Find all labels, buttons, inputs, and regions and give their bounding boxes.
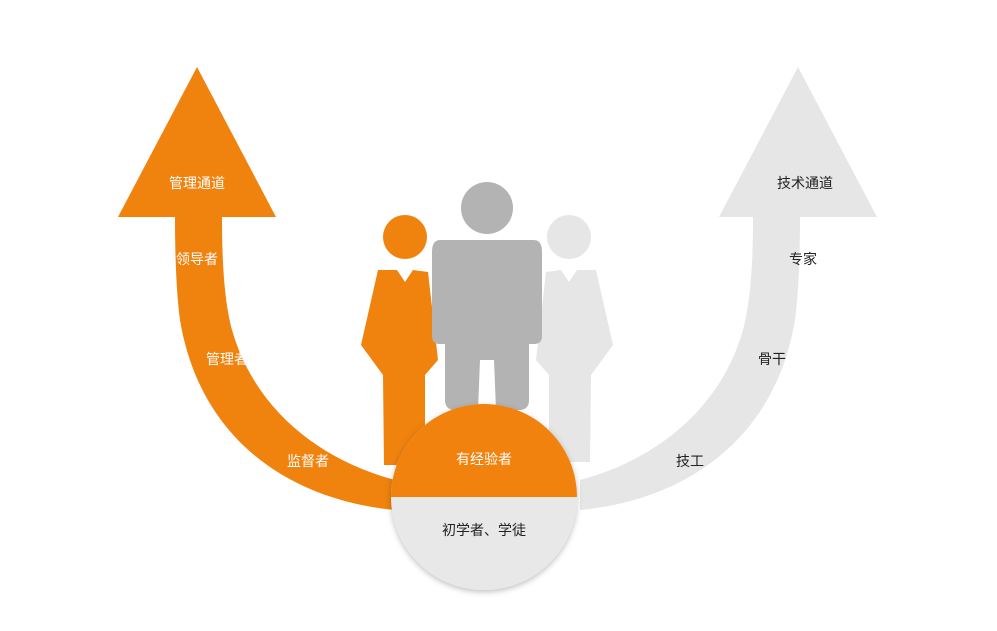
level-expert: 专家: [789, 252, 817, 268]
technical-path-title: 技术通道: [777, 176, 833, 192]
experienced-label: 有经验者: [456, 452, 512, 468]
beginner-label: 初学者、学徒: [442, 523, 526, 539]
person-icon-middle: [432, 182, 542, 410]
level-supervisor: 监督者: [287, 454, 329, 470]
center-circle: [391, 404, 577, 590]
level-leader: 领导者: [176, 252, 218, 268]
management-arrow: [118, 67, 395, 510]
management-path-title: 管理通道: [169, 176, 225, 192]
person-suit-icon-right: [536, 215, 613, 462]
level-technician: 技工: [676, 454, 704, 470]
level-backbone: 骨干: [758, 352, 786, 368]
experienced-half: [391, 404, 577, 497]
technical-arrow: [580, 67, 877, 510]
level-manager: 管理者: [206, 352, 248, 368]
person-suit-icon-left: [361, 215, 438, 465]
